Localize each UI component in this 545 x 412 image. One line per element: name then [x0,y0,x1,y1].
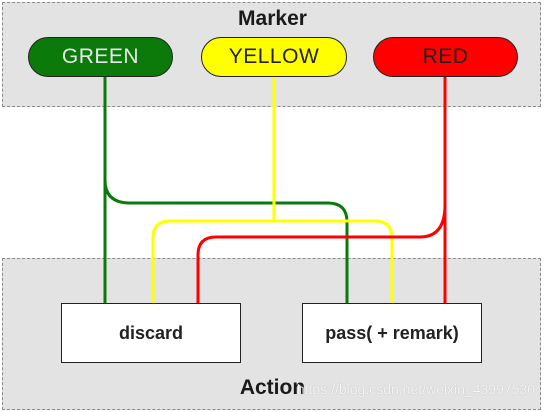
watermark-text: https://blog.csdn.net/weixin_43997530 [296,381,535,397]
pass-action-box: pass( + remark) [302,303,482,363]
red-marker-pill: RED [373,37,518,77]
green-marker-pill: GREEN [28,37,173,77]
action-title: Action [239,376,306,399]
discard-action-box: discard [61,303,241,363]
marker-title: Marker [238,7,307,30]
yellow-marker-pill: YELLOW [201,37,347,77]
